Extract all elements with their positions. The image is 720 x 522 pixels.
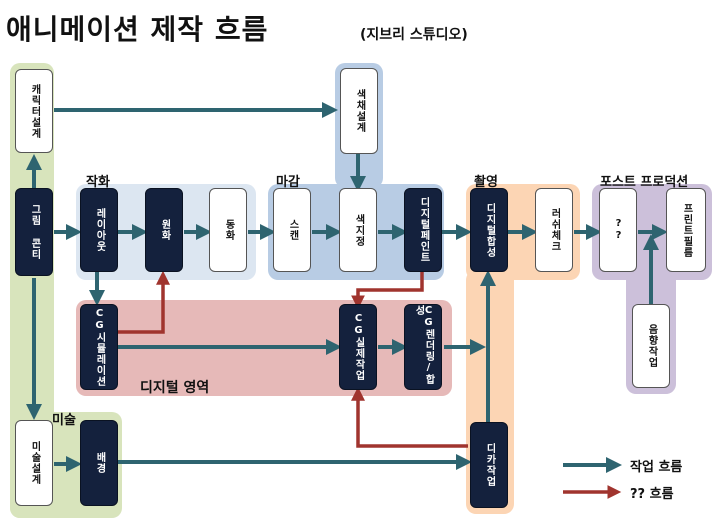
box-cg-work: CG실제작업 [339,304,377,390]
box-layout: 레이아웃 [80,188,118,272]
misul-label: 미술 [52,413,76,428]
box-cg-simulation: CG시뮬레이션 [80,304,118,390]
box-background: 배경 [80,420,118,506]
box-qq: ?? [599,188,637,272]
magam-label: 마감 [276,175,300,190]
jakhwa-label: 작화 [86,175,110,190]
chwaryeong-label: 촬영 [474,175,498,190]
box-sound-work: 음향작업 [632,304,670,388]
box-storyboard: 그림 콘티 [15,188,53,276]
box-dica-work: 디카작업 [470,422,508,508]
box-character-design: 캐릭터설계 [15,69,53,153]
box-key-animation: 원화 [145,188,183,272]
arrow-paint-cgwork-red [351,272,424,310]
box-digital-paint: 디지털페인트 [404,188,442,272]
post-label: 포스트 프로덕션 [600,175,689,190]
arrow-cgsim-key-red [118,270,170,334]
box-color-spec: 색지정 [339,188,377,272]
box-inbetween: 동화 [209,188,247,272]
arrow-dica-cgwork-red [351,386,468,448]
legend-unknown-flow-label: ?? 흐름 [630,487,674,502]
box-art-design: 미술설계 [15,420,53,506]
box-coloring-design: 색채설계 [340,68,378,154]
diagram-subtitle: (지브리 스튜디오) [360,27,468,43]
legend-work-flow-label: 작업 흐름 [630,460,683,475]
box-print-film: 프린트필름 [666,188,706,272]
digital-label: 디지털 영역 [140,380,210,396]
diagram-title: 애니메이션 제작 흐름 [6,13,269,46]
box-digital-composite: 디지털합성 [470,188,508,272]
box-cg-render: CG렌더링/합성 [404,304,442,390]
box-scan: 스캔 [273,188,311,272]
box-rush-check: 러쉬체크 [535,188,573,272]
